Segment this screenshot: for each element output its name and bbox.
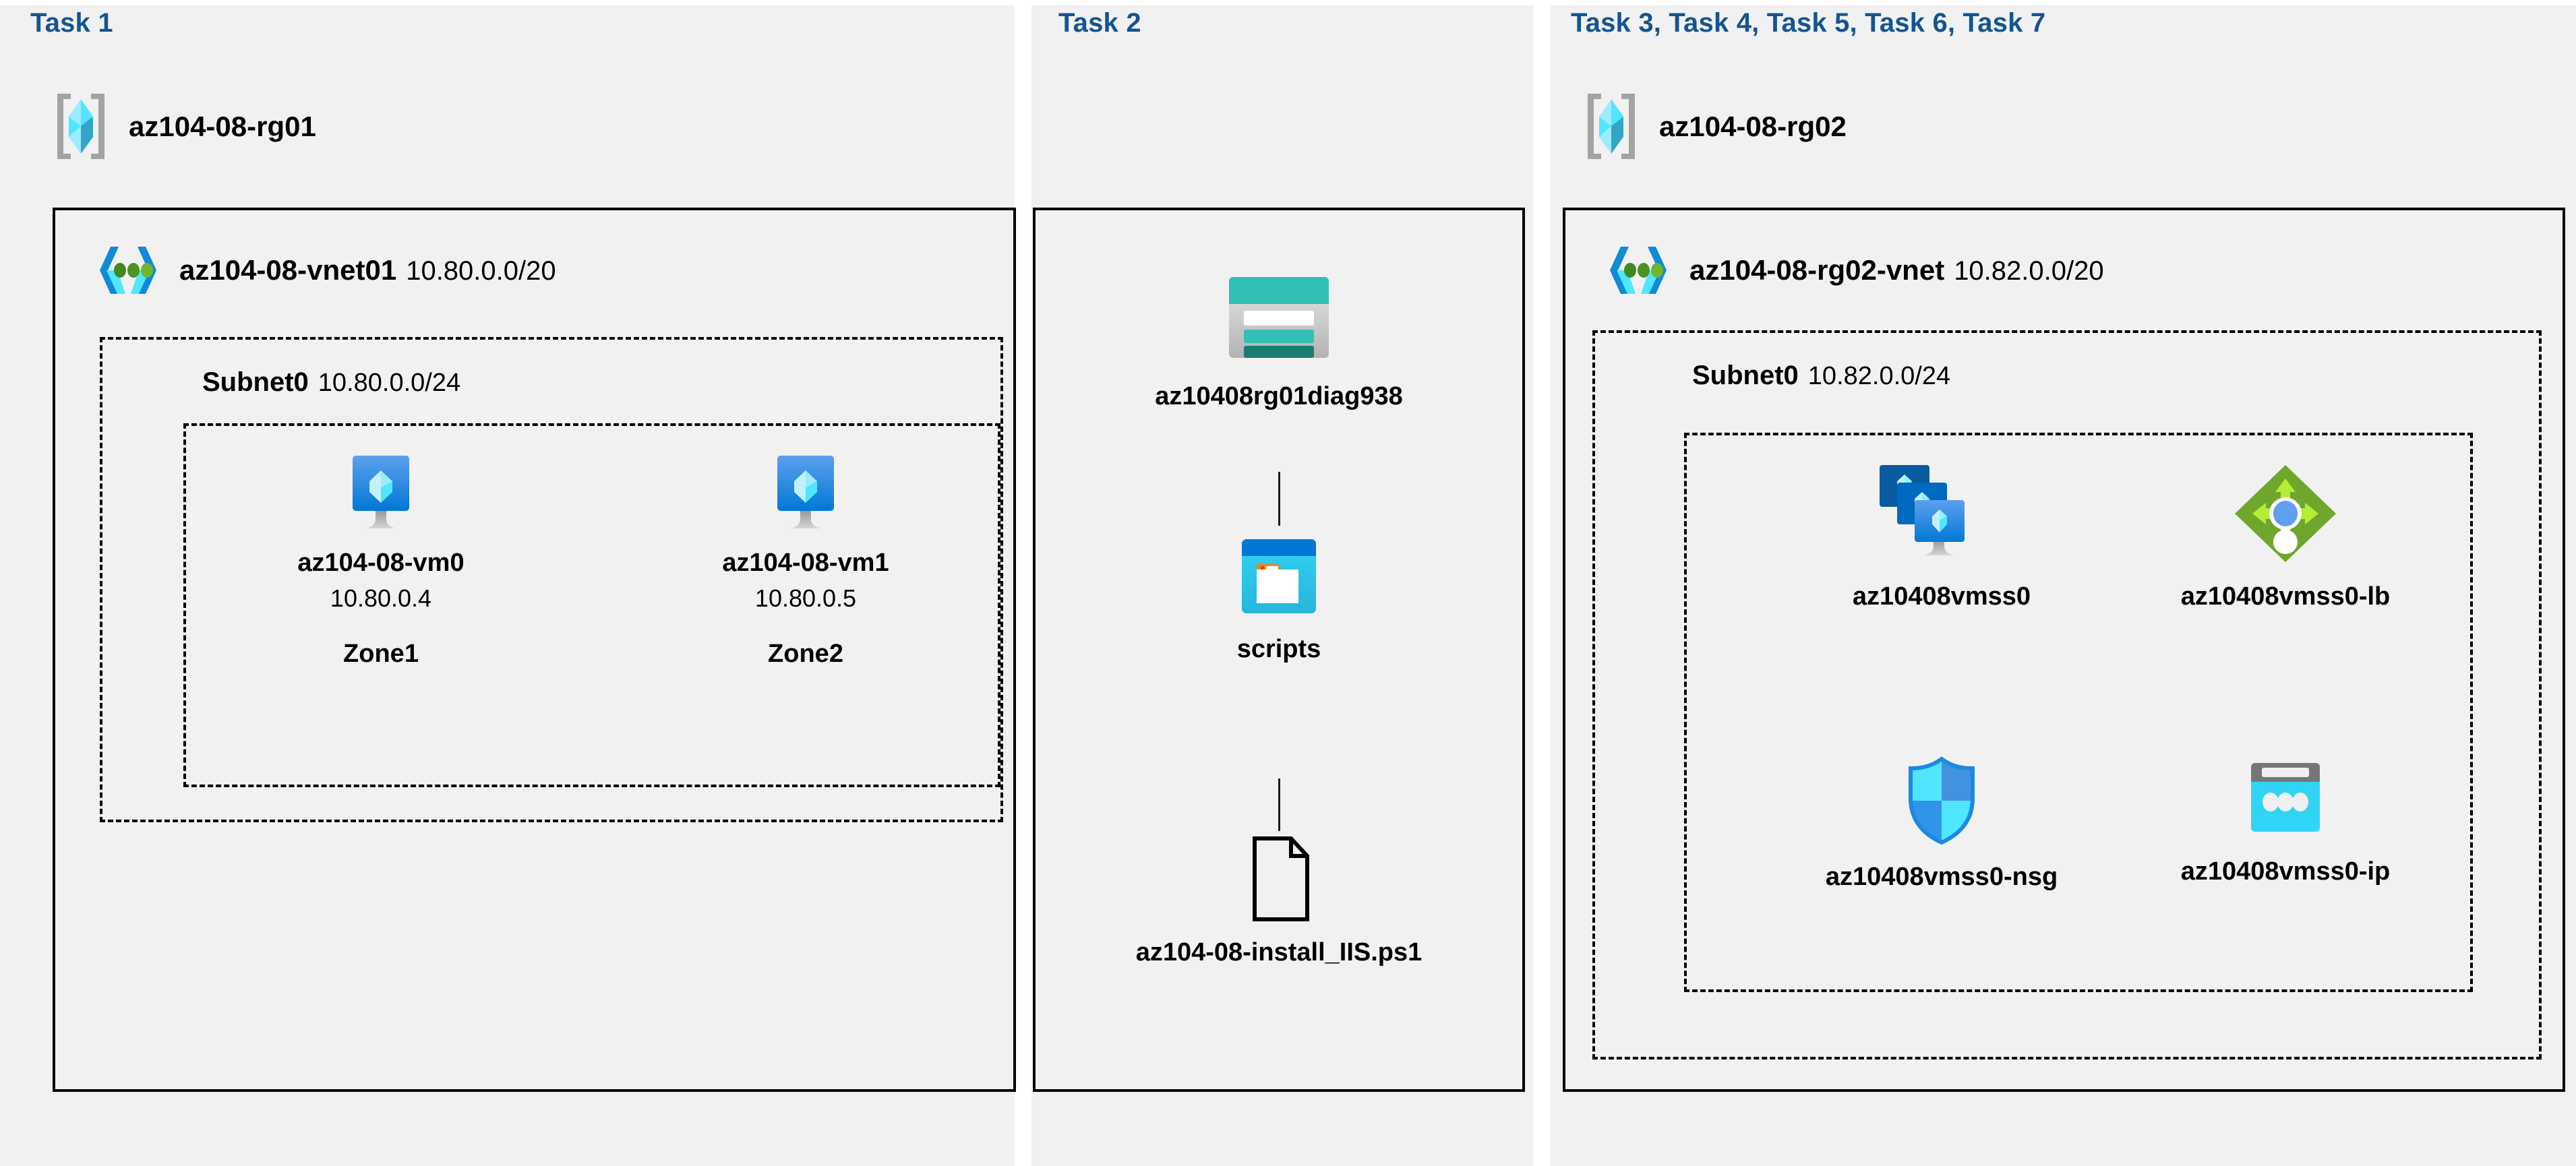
- task2-container-node[interactable]: scripts: [1151, 532, 1407, 664]
- task2-title: Task 2: [1058, 8, 1141, 38]
- task1-panel: [0, 5, 1015, 1166]
- task1-vm1-label: az104-08-vm1: [722, 549, 889, 577]
- task1-vm0-label: az104-08-vm0: [297, 549, 465, 577]
- container-to-file-connector: [1278, 778, 1280, 831]
- task2-content-box: [1033, 208, 1525, 1092]
- storage-account-icon: [1218, 266, 1340, 367]
- task2-storage-node[interactable]: az10408rg01diag938: [1151, 266, 1407, 411]
- task2-container-label: scripts: [1236, 635, 1321, 663]
- virtual-network-icon: [1605, 241, 1672, 299]
- resource-group-icon: [1581, 91, 1642, 162]
- task3-ip-label: az10408vmss0-ip: [2180, 857, 2391, 886]
- task1-resource-group: az104-08-rg01: [51, 91, 316, 162]
- task3-vnet-box: [1563, 208, 2565, 1092]
- task3-lb-label: az10408vmss0-lb: [2180, 582, 2391, 611]
- resource-group-icon: [51, 91, 111, 162]
- task1-vm0-node[interactable]: az104-08-vm0 10.80.0.4 Zone1: [270, 452, 492, 669]
- task1-vm0-ip: 10.80.0.4: [330, 584, 432, 612]
- file-document-icon: [1240, 834, 1318, 923]
- task3-lb-node[interactable]: az10408vmss0-lb: [2157, 460, 2414, 611]
- task2-file-node[interactable]: az104-08-install_IIS.ps1: [1136, 834, 1422, 967]
- task1-vm1-zone: Zone2: [768, 640, 843, 668]
- load-balancer-icon: [2228, 460, 2343, 567]
- task3-title: Task 3, Task 4, Task 5, Task 6, Task 7: [1571, 8, 2046, 38]
- virtual-machine-icon: [343, 452, 419, 534]
- task1-title: Task 1: [30, 8, 113, 38]
- task3-subnet-box: [1592, 330, 2542, 1060]
- virtual-network-icon: [94, 241, 162, 299]
- task1-rg-label: az104-08-rg01: [129, 110, 316, 142]
- task3-panel: [1551, 5, 2576, 1166]
- task1-vm0-zone: Zone1: [343, 640, 419, 668]
- task1-vm1-node[interactable]: az104-08-vm1 10.80.0.5 Zone2: [694, 452, 917, 669]
- task2-storage-label: az10408rg01diag938: [1155, 382, 1403, 410]
- task1-vm1-ip: 10.80.0.5: [754, 584, 857, 612]
- task1-vm-group-box: [183, 423, 1000, 787]
- task1-vnet-box: [53, 208, 1016, 1092]
- public-ip-address-icon: [2242, 754, 2329, 842]
- task3-resource-group-box: [1684, 433, 2473, 992]
- task1-subnet-box: [100, 337, 1003, 822]
- task3-vmss-node[interactable]: az10408vmss0: [1814, 460, 2070, 611]
- network-security-group-icon: [1901, 754, 1982, 848]
- storage-to-container-connector: [1278, 472, 1280, 526]
- task3-nsg-node[interactable]: az10408vmss0-nsg: [1814, 754, 2070, 892]
- task3-nsg-label: az10408vmss0-nsg: [1825, 863, 2058, 891]
- task3-ip-node[interactable]: az10408vmss0-ip: [2157, 754, 2414, 886]
- blob-container-icon: [1235, 532, 1323, 620]
- task3-resource-group: az104-08-rg02: [1581, 91, 1847, 162]
- task2-file-label: az104-08-install_IIS.ps1: [1135, 938, 1422, 966]
- virtual-machine-icon: [768, 452, 843, 534]
- task3-rg-label: az104-08-rg02: [1659, 110, 1847, 142]
- task3-vmss-label: az10408vmss0: [1852, 582, 2031, 611]
- vm-scale-set-icon: [1874, 460, 2009, 567]
